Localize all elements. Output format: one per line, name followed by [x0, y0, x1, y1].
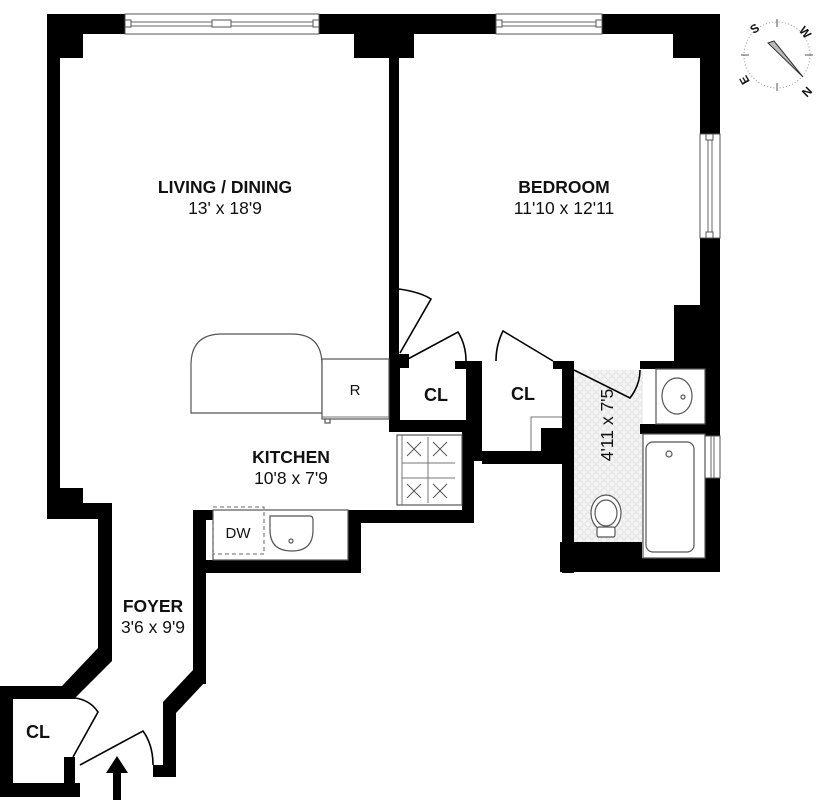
window-bathroom	[704, 435, 721, 479]
kitchen-sink	[269, 515, 314, 552]
door-kitchen-closet[interactable]	[405, 330, 467, 362]
door-bathroom[interactable]	[573, 369, 641, 400]
door-entrance[interactable]	[79, 729, 154, 766]
entry-arrow-icon	[106, 756, 128, 800]
bedroom-dims: 11'10 x 12'11	[514, 198, 614, 218]
compass-south: S	[747, 21, 762, 37]
walls	[0, 14, 720, 797]
kitchen-dims: 10'8 x 7'9	[254, 468, 328, 488]
living-room-dims: 13' x 18'9	[188, 198, 262, 218]
foyer-name: FOYER	[123, 596, 184, 616]
compass-east: E	[736, 73, 752, 87]
door-bedroom[interactable]	[398, 288, 433, 354]
kitchen-counter-island	[190, 333, 323, 414]
door-foyer-closet[interactable]	[72, 697, 99, 758]
window-living	[124, 13, 320, 35]
refrigerator-label: R	[350, 382, 361, 399]
dishwasher: DW	[212, 506, 265, 555]
window-bedroom-top	[495, 13, 603, 35]
kitchen-closet-label: CL	[424, 385, 448, 405]
dishwasher-label: DW	[226, 525, 252, 542]
foyer-dims: 3'6 x 9'9	[121, 617, 185, 637]
bathroom-vanity	[655, 368, 706, 425]
compass-icon: S W E N	[736, 19, 815, 100]
living-room-name: LIVING / DINING	[158, 177, 292, 197]
bathtub	[642, 433, 706, 559]
door-bedroom-closet[interactable]	[495, 329, 554, 362]
window-bedroom-side	[699, 133, 721, 239]
compass-west: W	[796, 24, 814, 42]
bedroom-name: BEDROOM	[518, 177, 609, 197]
bedroom-closet-label: CL	[511, 384, 535, 404]
foyer-closet-label: CL	[26, 722, 50, 742]
toilet	[590, 494, 622, 538]
refrigerator: R	[321, 358, 390, 424]
stove	[396, 434, 463, 506]
compass-north: N	[799, 84, 815, 100]
kitchen-name: KITCHEN	[252, 447, 330, 467]
closet-shelf	[530, 416, 562, 451]
bathroom-dims: 4'11 x 7'5	[597, 389, 617, 462]
